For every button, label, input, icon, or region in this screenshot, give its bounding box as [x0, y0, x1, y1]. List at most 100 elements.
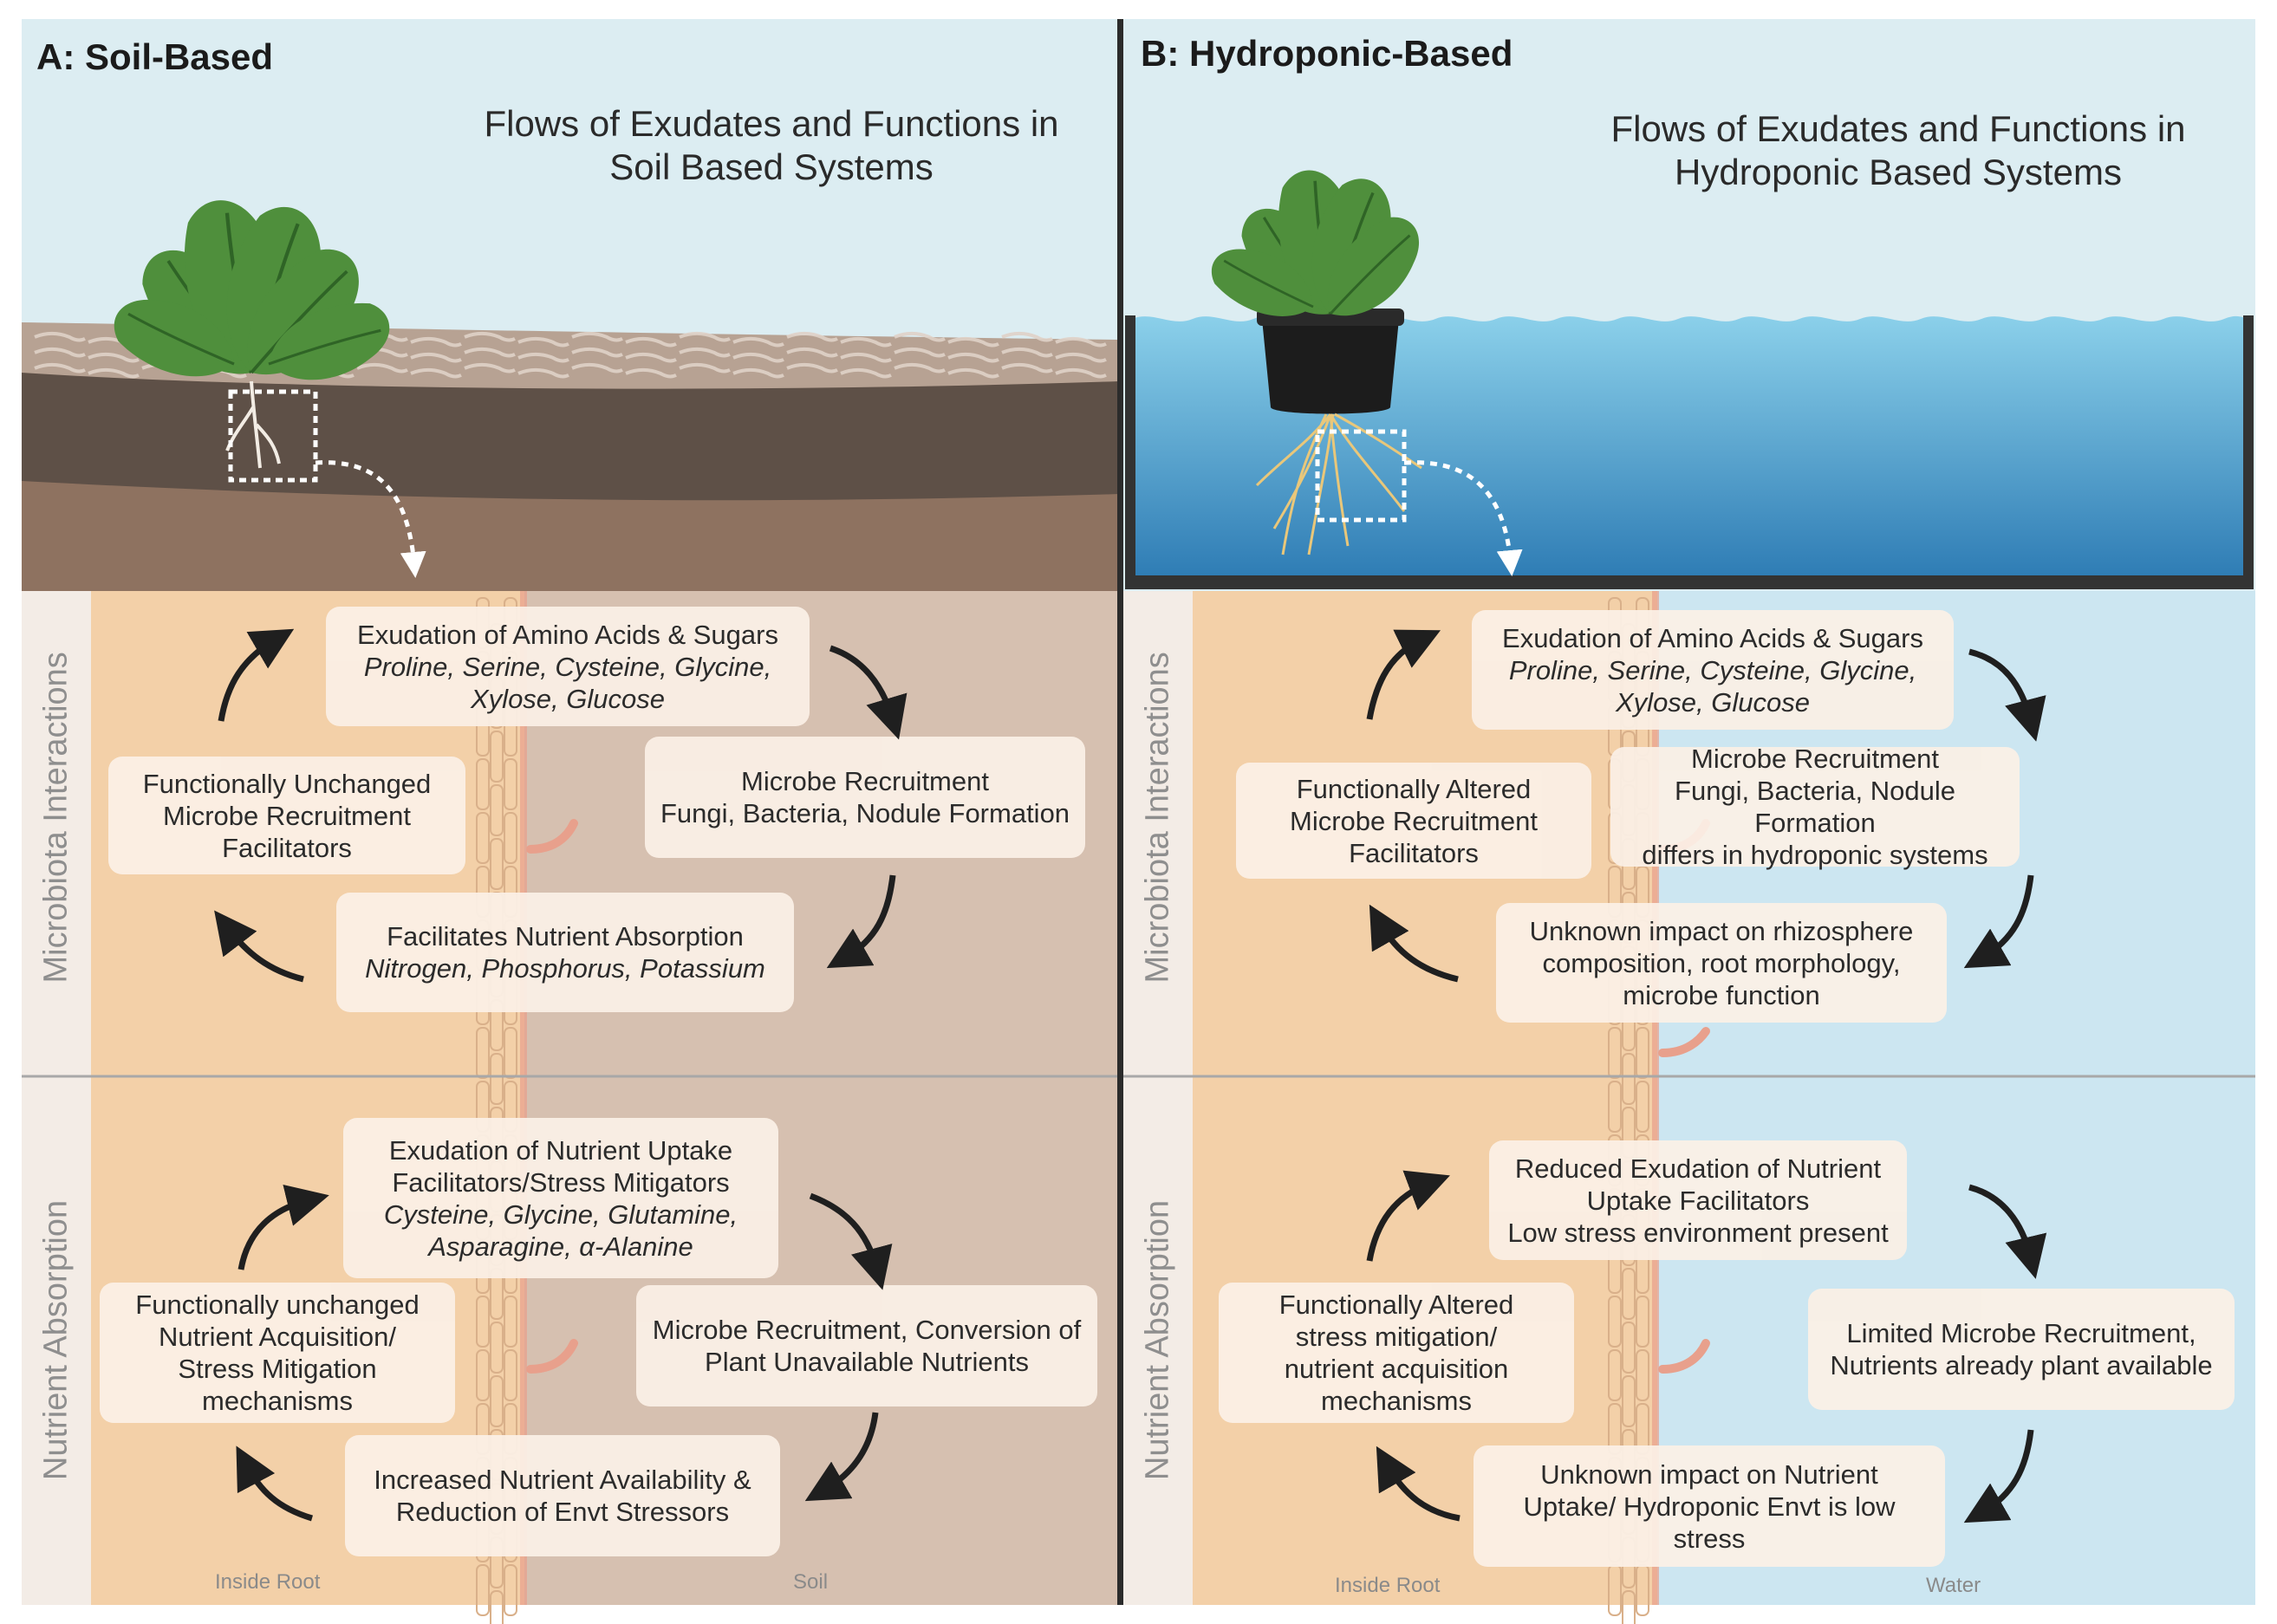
root-cell: [1636, 1296, 1649, 1348]
soil-micro-bottom-it-1: Nitrogen, Phosphorus, Potassium: [365, 953, 765, 984]
side-label-microbiota-hydro: Microbiota Interactions: [1139, 652, 1176, 984]
root-cell: [504, 758, 517, 810]
soil-zone-label: Soil: [793, 1570, 829, 1594]
root-cell: [490, 1053, 504, 1105]
soil-crack: [356, 362, 408, 374]
hydro-micro-right-3: differs in hydroponic systems: [1642, 840, 1988, 870]
soil-crack: [88, 352, 140, 363]
hydro-title-line2: Hydroponic Based Systems: [1675, 152, 2122, 192]
soil-microbiota-recruitment-box: Microbe Recruitment Fungi, Bacteria, Nod…: [645, 737, 1085, 858]
soil-crack: [625, 336, 677, 348]
soil-title-line2: Soil Based Systems: [609, 146, 934, 187]
zoom-arrow-hydro: [1403, 460, 1523, 576]
soil-crack: [34, 362, 86, 374]
soil-crack: [517, 352, 569, 363]
soil-micro-bottom-1: Facilitates Nutrient Absorption: [387, 921, 744, 952]
zoom-box-hydro: [1315, 429, 1407, 523]
hydro-nut-top-2: Uptake Facilitators: [1586, 1185, 1810, 1216]
boxes: [100, 607, 2235, 1567]
soil-microbiota-absorption-box: Facilitates Nutrient Absorption Nitrogen…: [336, 893, 794, 1012]
hydro-nutrient-altered-box: Functionally Altered stress mitigation/ …: [1219, 1283, 1574, 1423]
soil-crack: [679, 362, 731, 374]
soil-nut-right-1: Microbe Recruitment, Conversion of: [652, 1315, 1082, 1345]
soil-scene: [22, 19, 1119, 591]
hydro-nut-right-1: Limited Microbe Recruitment,: [1846, 1318, 2196, 1348]
soil-crack: [1001, 347, 1053, 358]
soil-crack: [571, 347, 623, 358]
soil-micro-top-it-1: Proline, Serine, Cysteine, Glycine,: [363, 651, 772, 682]
hydro-micro-top-it-2: Xylose, Glucose: [1616, 686, 1810, 718]
root-cell: [490, 784, 504, 836]
soil-nutrient-recruitment-box: Microbe Recruitment, Conversion of Plant…: [636, 1285, 1097, 1406]
hydro-micro-right-2: Fungi, Bacteria, Nodule Formation: [1675, 776, 1955, 838]
soil-nutrient-exudation-box: Exudation of Nutrient Uptake Facilitator…: [343, 1118, 778, 1278]
soil-micro-left-2: Microbe Recruitment: [163, 800, 411, 831]
hydro-micro-top-1: Exudation of Amino Acids & Sugars: [1502, 622, 1923, 653]
root-cell: [504, 1027, 517, 1079]
root-cell: [476, 1349, 490, 1401]
root-cell: [1636, 1349, 1649, 1401]
soil-nut-bottom-2: Reduction of Envt Stressors: [395, 1497, 730, 1527]
root-epidermis: [520, 591, 527, 1605]
hydro-scene: [1123, 19, 2255, 591]
soil-crack: [464, 362, 516, 374]
soil-crack: [410, 352, 462, 363]
root-cell: [490, 731, 504, 783]
soil-crack: [34, 331, 86, 342]
side-label-nutrient-soil: Nutrient Absorption: [37, 1199, 75, 1481]
root-cell: [490, 1375, 504, 1427]
root-cell: [490, 838, 504, 890]
soil-nutrient-availability-box: Increased Nutrient Availability & Reduct…: [345, 1435, 780, 1556]
soil-crack: [410, 336, 462, 348]
side-label-microbiota-soil: Microbiota Interactions: [37, 652, 75, 984]
soil-crack: [786, 331, 838, 342]
hydro-micro-left-3: Facilitators: [1349, 837, 1479, 868]
soil-nut-top-it-1: Cysteine, Glycine, Glutamine,: [383, 1199, 738, 1230]
soil-crack: [786, 362, 838, 374]
panel-label-soil: A: Soil-Based: [36, 36, 274, 77]
root-cell: [504, 1564, 517, 1616]
panel-label-hydro: B: Hydroponic-Based: [1141, 33, 1513, 74]
soil-nutrient-unchanged-box: Functionally unchanged Nutrient Acquisit…: [100, 1283, 455, 1423]
soil-crack: [947, 367, 999, 379]
hydro-system-title: Flows of Exudates and Functions in Hydro…: [1543, 107, 2254, 194]
hydro-nut-left-3: nutrient acquisition: [1284, 1354, 1509, 1384]
root-cell: [1608, 1027, 1622, 1079]
soil-crack: [464, 347, 516, 358]
soil-crack: [1055, 336, 1107, 348]
panel-divider: [1117, 19, 1123, 1605]
soil-nut-left-1: Functionally unchanged: [135, 1289, 420, 1320]
soil-nut-top-it-2: Asparagine, α-Alanine: [428, 1231, 693, 1262]
hydro-microbiota-unknown-box: Unknown impact on rhizosphere compositio…: [1496, 903, 1947, 1023]
soil-crack: [88, 367, 140, 379]
soil-crack: [571, 331, 623, 342]
soil-crack: [732, 352, 784, 363]
root-cell: [504, 812, 517, 864]
side-label-nutrient-hydro: Nutrient Absorption: [1139, 1199, 1176, 1481]
soil-nut-left-3: Stress Mitigation: [178, 1354, 377, 1384]
soil-nut-bottom-1: Increased Nutrient Availability &: [374, 1465, 751, 1495]
hydro-microbiota-altered-box: Functionally Altered Microbe Recruitment…: [1236, 763, 1591, 879]
root-cell: [476, 758, 490, 810]
zoom-arrow-soil: [315, 460, 426, 578]
hydro-nut-top-3: Low stress environment present: [1507, 1217, 1889, 1248]
soil-crack: [410, 367, 462, 379]
hydro-micro-bottom-3: microbe function: [1623, 979, 1820, 1010]
plant-pot: [1261, 310, 1400, 414]
root-cell: [1622, 1375, 1636, 1427]
soil-system-title: Flows of Exudates and Functions in Soil …: [416, 102, 1127, 189]
soil-crack: [464, 331, 516, 342]
root-cell: [1622, 1268, 1636, 1320]
root-cell: [476, 1027, 490, 1079]
inside-root-label-soil: Inside Root: [215, 1570, 321, 1594]
soil-micro-left-3: Facilitators: [222, 832, 352, 863]
soil-nut-top-1: Exudation of Nutrient Uptake: [388, 1134, 733, 1166]
soil-crack: [732, 367, 784, 379]
soil-crack: [840, 352, 892, 363]
hydro-nut-bottom-2: Uptake/ Hydroponic Envt is low: [1523, 1491, 1896, 1522]
soil-microbiota-unchanged-box: Functionally Unchanged Microbe Recruitme…: [108, 757, 465, 874]
hydro-nutrient-unknown-box: Unknown impact on Nutrient Uptake/ Hydro…: [1474, 1445, 1945, 1567]
soil-crack: [894, 362, 946, 374]
hydro-micro-left-1: Functionally Altered: [1296, 773, 1532, 804]
soil-crack: [625, 352, 677, 363]
